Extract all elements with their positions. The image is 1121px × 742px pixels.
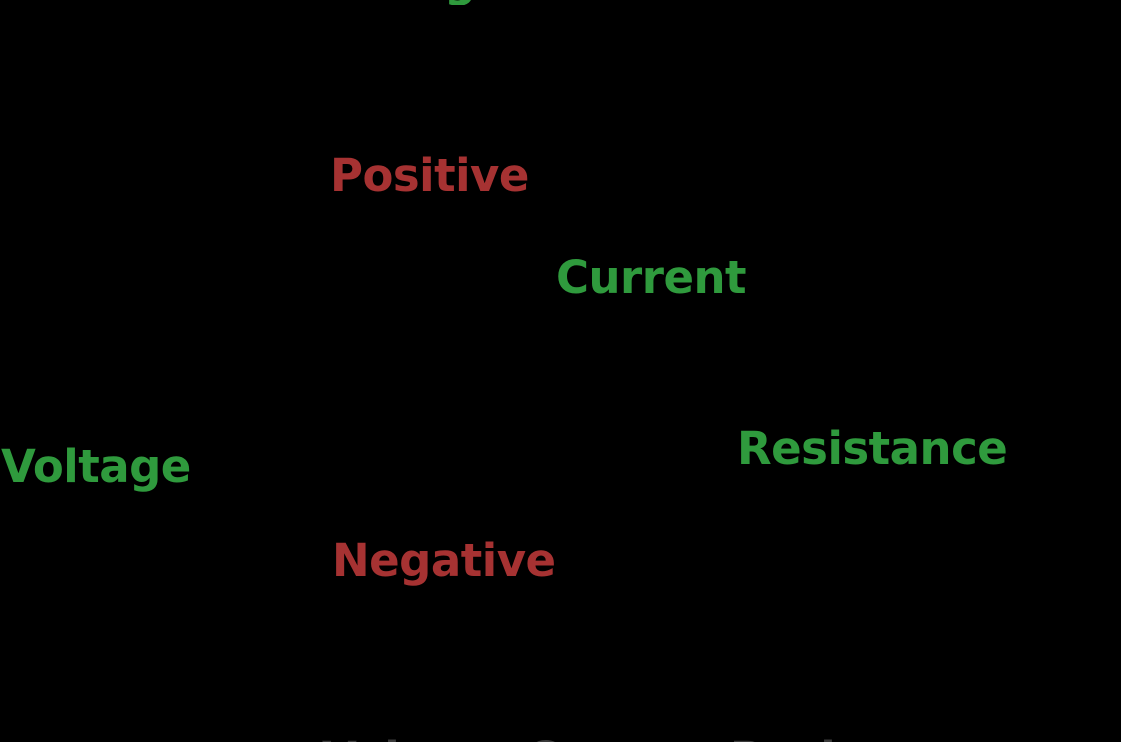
clipped-token: is	[520, 0, 562, 5]
clipped-token: Current	[526, 736, 717, 742]
clipped-token: Voltage	[322, 736, 512, 742]
label-negative: Negative	[332, 534, 556, 587]
label-current: Current	[556, 251, 747, 304]
label-voltage: Voltage	[1, 440, 191, 493]
clipped-bottom-text-band: Voltage Current Resistance	[322, 736, 1022, 742]
clipped-token: times	[859, 0, 998, 5]
label-positive: Positive	[330, 149, 529, 202]
clipped-token: Resistance	[730, 736, 1001, 742]
clipped-top-text-inner: VoltageisResistancetimesCurrentPositivei…	[316, 0, 1076, 3]
clipped-token: Voltage	[316, 0, 506, 5]
clipped-bottom-text-inner: Voltage Current Resistance	[322, 736, 1001, 742]
clipped-top-text-band: VoltageisResistancetimesCurrentPositivei…	[316, 0, 1076, 5]
label-resistance: Resistance	[737, 422, 1008, 475]
clipped-token: Resistance	[575, 0, 846, 5]
clipped-token: Current	[1012, 0, 1076, 5]
